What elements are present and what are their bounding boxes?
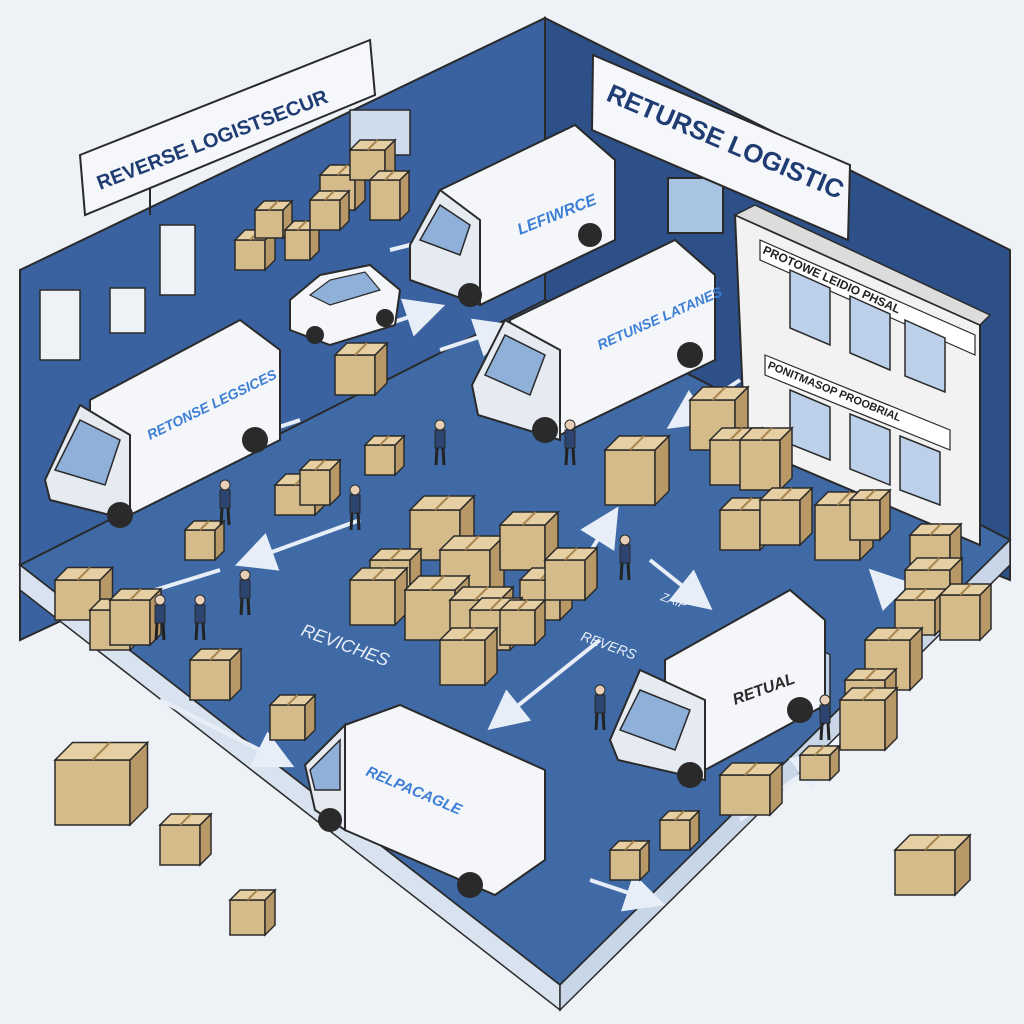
worker-figure [594, 684, 606, 731]
box [368, 169, 411, 222]
box [298, 458, 342, 507]
box [738, 426, 794, 492]
box [848, 488, 892, 542]
van-right: RETUAL [608, 588, 826, 788]
car [289, 263, 402, 347]
box [108, 587, 163, 647]
box [333, 341, 389, 397]
worker-figure [349, 484, 361, 531]
box [308, 189, 351, 232]
building: PROTOWE LEIDIO PHSAL PONITMASOP PROOBRIA… [733, 204, 992, 716]
floor-arrow [487, 638, 602, 730]
floor-arrow [648, 558, 713, 610]
box [718, 761, 784, 817]
box [438, 626, 499, 687]
box [608, 839, 651, 882]
wall-poster [109, 287, 146, 334]
box [183, 519, 226, 562]
box [363, 434, 406, 477]
worker-figure [219, 479, 231, 526]
van-center: RETUNSE LATANES [470, 238, 725, 443]
wall-poster [39, 289, 81, 361]
box [158, 812, 213, 867]
box [938, 582, 993, 642]
floor-arrow [234, 518, 361, 571]
cardboard-boxes [53, 138, 993, 937]
wall-screen [667, 177, 724, 234]
box [498, 598, 547, 647]
worker-figure [194, 594, 206, 641]
worker-figure [564, 419, 576, 466]
worker-figure [239, 569, 251, 616]
box [543, 546, 599, 602]
floor-arrow [159, 698, 295, 768]
box [758, 486, 814, 547]
box [658, 809, 701, 852]
worker-figure [819, 694, 831, 741]
box [838, 686, 899, 752]
box [603, 434, 671, 507]
worker-figure [619, 534, 631, 581]
box [348, 566, 409, 627]
worker-figure [154, 594, 166, 641]
workers [154, 419, 831, 741]
van-left: RETONSE LEGSICES [43, 318, 281, 528]
box [188, 647, 243, 702]
box [893, 833, 972, 897]
box [268, 693, 317, 742]
box [798, 744, 841, 782]
box [348, 138, 397, 182]
worker-figure [434, 419, 446, 466]
van-bottom: RELPACAGLE [303, 703, 546, 898]
box [253, 199, 294, 240]
floor-arrow [439, 318, 516, 357]
box [228, 888, 277, 937]
box [53, 740, 150, 827]
floor-arrow [589, 873, 666, 912]
wall-poster [159, 224, 196, 296]
van-top-center: LEFIWRCE [409, 123, 616, 307]
